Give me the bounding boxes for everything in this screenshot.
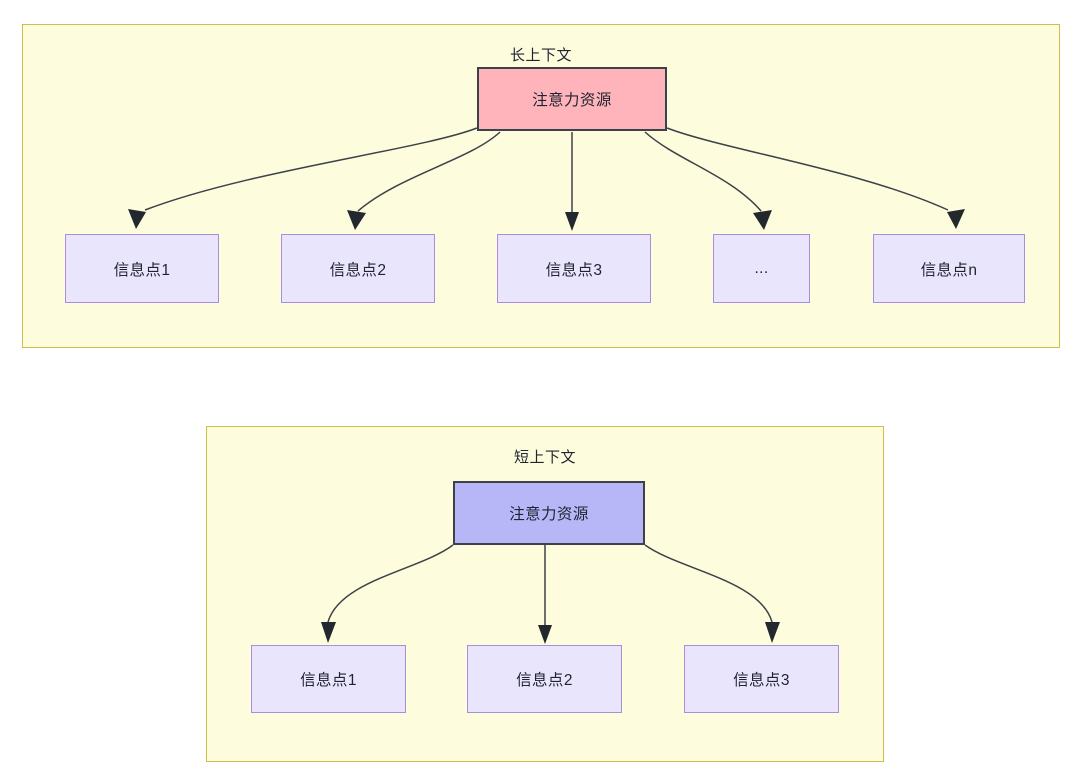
leaf-node-long-ellipsis[interactable]: ... [713, 234, 810, 303]
leaf-node-long-1[interactable]: 信息点1 [65, 234, 219, 303]
leaf-node-long-1-label: 信息点1 [113, 261, 171, 279]
leaf-node-short-1-label: 信息点1 [300, 672, 357, 689]
root-node-short-context[interactable]: 注意力资源 [453, 481, 645, 545]
root-node-long-context-label: 注意力资源 [532, 92, 612, 109]
leaf-node-long-ellipsis-label: ... [754, 259, 769, 277]
leaf-node-short-3[interactable]: 信息点3 [684, 645, 839, 713]
root-node-long-context[interactable]: 注意力资源 [477, 67, 667, 131]
group-long-context-title: 长上下文 [509, 47, 572, 64]
leaf-node-short-1[interactable]: 信息点1 [251, 645, 406, 713]
root-node-short-context-label: 注意力资源 [509, 506, 589, 523]
leaf-node-long-n-label: 信息点n [920, 261, 978, 279]
leaf-node-long-3-label: 信息点3 [545, 261, 603, 279]
leaf-node-long-n[interactable]: 信息点n [873, 234, 1025, 303]
group-short-context-title: 短上下文 [513, 449, 576, 466]
leaf-node-long-2-label: 信息点2 [329, 261, 387, 279]
leaf-node-long-2[interactable]: 信息点2 [281, 234, 435, 303]
leaf-node-short-2-label: 信息点2 [516, 672, 573, 689]
leaf-node-short-2[interactable]: 信息点2 [467, 645, 622, 713]
leaf-node-short-3-label: 信息点3 [733, 672, 790, 689]
leaf-node-long-3[interactable]: 信息点3 [497, 234, 651, 303]
